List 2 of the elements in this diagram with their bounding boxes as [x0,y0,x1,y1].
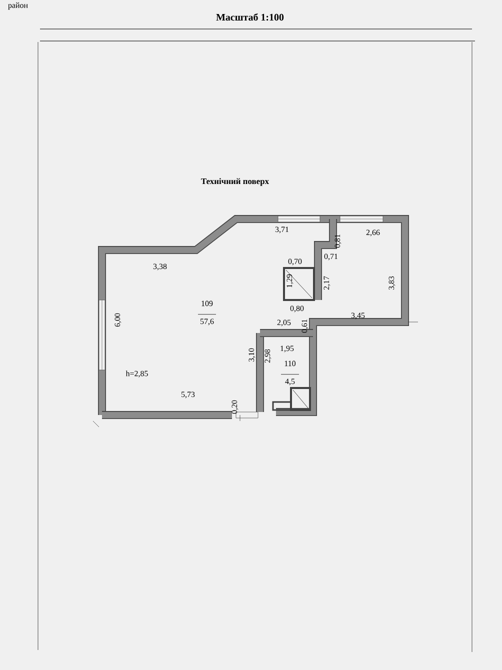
scale-label: Масштаб 1:100 [216,13,284,21]
plan-title: Технічний поверх [201,178,269,186]
